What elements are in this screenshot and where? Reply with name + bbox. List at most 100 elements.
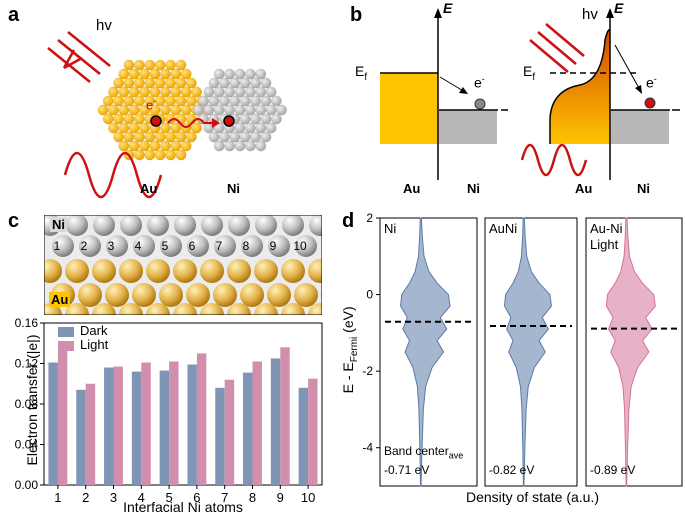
bar-dark-3 [104,367,114,485]
y-tick-label: 0.04 [15,438,39,452]
panel-b-band-diagram [380,8,680,180]
x-tick-label: 2 [82,490,89,505]
atom-number-label: 7 [215,239,223,253]
x-tick-label: 10 [301,490,315,505]
bar-dark-2 [76,389,86,485]
band-center-label: Band centerave [384,444,464,461]
x-tick-label: 9 [277,490,284,505]
light-wave-icon [63,152,163,198]
panel-a-letter: a [8,4,20,26]
dos-curve [400,217,451,487]
bar-light-6 [196,353,207,485]
panel-c-bar-chart: 1 2 3 4 5 6 7 8 9 10 0.00 0.04 0.08 0.12 0.16 [15,316,323,505]
panel-c-au-label: Au [49,292,71,307]
y-tick-label: 0.16 [15,316,39,330]
legend-swatch-light [58,340,74,351]
dos-y-tick-label: 0 [366,288,373,302]
bar-dark-8 [243,372,253,485]
bar-light-7 [224,379,235,485]
panel-a-au-label: Au [140,181,158,196]
band-center-value: -0.71 eV [384,463,430,477]
panel-b-right-au: Au [575,181,593,196]
light-rays-icon [47,31,111,83]
panel-b-left-ni: Ni [467,181,480,196]
bar-chart-ylabel: Electron transfer (|e|) [24,334,40,466]
x-tick-label: 5 [165,490,172,505]
panel-d-letter: d [342,210,355,232]
bar-dark-5 [159,370,170,485]
panel-b-letter: b [350,4,363,26]
dos-subpanel-frame [484,217,578,487]
x-tick-label: 4 [138,490,145,505]
panel-b-electron-label-2: e- [646,74,657,91]
atom-number-label: 8 [242,239,250,253]
bar-dark-1 [48,362,58,485]
bar-dark-6 [187,364,197,485]
panel-b-left-au: Au [403,181,421,196]
panel-b-hv: hv [582,6,598,23]
dos-curve [605,217,656,487]
panel-c-letter: c [8,210,20,232]
bar-light-10 [308,378,318,485]
atom-number-label: 6 [188,239,196,253]
panel-d-dos-chart: 2 0 -2 -4 [362,211,683,487]
x-tick-label: 3 [110,490,117,505]
electron-ni-icon [223,115,235,127]
bar-light-1 [57,350,68,485]
bar-light-3 [113,366,123,485]
dos-curve [504,217,552,487]
panel-b-axis-label-2: E [614,0,624,16]
panel-c-atomic-structure [44,215,322,315]
y-tick-label: 0.08 [15,397,39,411]
x-tick-label: 6 [193,490,200,505]
dos-y-tick-label: 2 [366,211,373,225]
bar-light-4 [141,362,151,485]
dos-y-tick-label: -2 [362,364,373,378]
atom-number-label: 1 [53,239,61,253]
atom-number-label: 4 [134,239,142,253]
dos-subpanel-title: Au-Ni [590,221,623,236]
dos-ylabel: E - EFermi (eV) [340,306,360,394]
bar-light-9 [280,347,290,485]
ni-nanoparticle [192,68,288,152]
panel-a-ni-label: Ni [227,181,240,196]
atom-number-label: 5 [161,239,169,253]
dos-subpanel-frame [585,217,683,487]
panel-a-illustration [47,31,288,198]
panel-b-right-ni: Ni [637,181,650,196]
atom-number-label: 10 [293,239,307,253]
dos-y-tick-label: -4 [362,441,373,455]
bar-light-5 [169,361,179,485]
electron-au-icon [150,115,162,127]
band-center-value: -0.89 eV [590,463,636,477]
bar-dark-7 [215,387,225,485]
panel-b-fermi-label-1: Ef [355,63,368,83]
dos-subpanel-frame [379,217,478,487]
atom-number-label: 3 [107,239,115,253]
bar-dark-10 [298,387,309,485]
atom-number-label: 9 [269,239,277,253]
legend-swatch-dark [58,326,74,337]
bar-dark-4 [131,371,142,485]
legend-item-light: Light [58,338,108,352]
bar-chart-legend: Dark Light [58,324,108,352]
x-tick-label: 7 [221,490,228,505]
x-tick-label: 1 [54,490,61,505]
dos-subpanel-title: AuNi [489,221,518,236]
dos-subpanel-title2: Light [590,237,619,252]
panel-a-hv: hv [96,17,112,34]
panel-b-axis-label-1: E [443,0,453,16]
legend-item-dark: Dark [58,324,108,338]
dos-xlabel: Density of state (a.u.) [465,489,600,505]
panel-b-electron-label-1: e- [474,74,485,91]
electron-transfer-arrow-icon [167,118,216,128]
x-tick-label: 8 [249,490,256,505]
band-center-value: -0.82 eV [489,463,535,477]
bar-light-2 [85,383,96,485]
y-tick-label: 0.12 [15,357,39,371]
y-tick-label: 0.00 [15,478,39,492]
dos-subpanel-title: Ni [384,221,397,236]
atom-number-label: 2 [80,239,88,253]
panel-c-ni-label: Ni [50,217,67,232]
bar-light-8 [252,361,262,485]
